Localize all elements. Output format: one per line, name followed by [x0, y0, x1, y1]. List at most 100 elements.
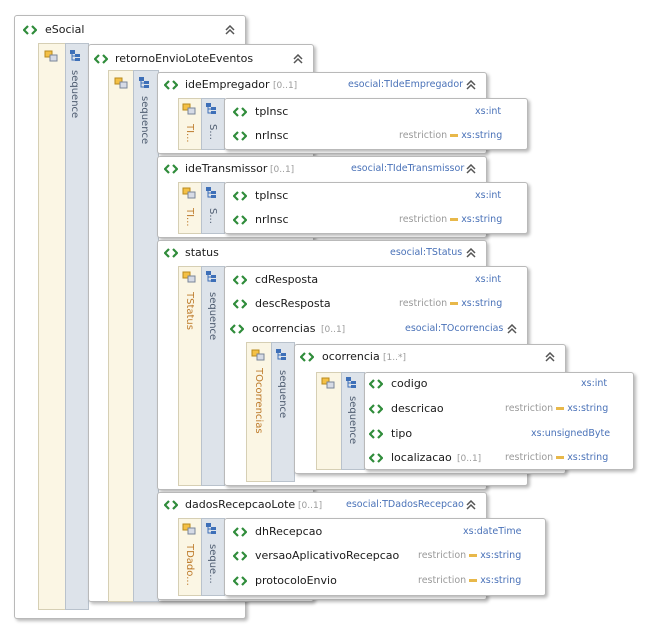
- element-name[interactable]: nrInsc: [255, 129, 289, 142]
- element-icon: [94, 54, 108, 64]
- sequence-icon: [346, 377, 356, 388]
- sequence-strip: [271, 342, 295, 482]
- element-name[interactable]: tpInsc: [255, 105, 289, 118]
- complex-type-label: TOcorrencias: [253, 368, 264, 434]
- cardinality: [0..1]: [457, 454, 482, 464]
- element-icon: [233, 275, 247, 285]
- collapse-icon[interactable]: [466, 80, 476, 90]
- element-name[interactable]: nrInsc: [255, 213, 289, 226]
- element-icon: [164, 80, 178, 90]
- restriction-type: restriction xs:string: [505, 451, 608, 465]
- base-type: xs:string: [480, 575, 522, 586]
- element-type: xs:unsignedByte: [531, 428, 611, 439]
- restriction-label: restriction: [399, 298, 448, 309]
- element-name: status: [185, 246, 219, 259]
- sequence-icon: [206, 187, 216, 198]
- restriction-label: restriction: [399, 130, 448, 141]
- complex-type-label: TDado...: [184, 544, 195, 586]
- element-icon: [233, 215, 247, 225]
- complex-type-icon: [182, 523, 196, 535]
- compositor-label: sequence: [277, 370, 288, 419]
- complex-type-icon: [182, 187, 196, 199]
- compositor-label: seque...: [207, 544, 218, 584]
- restriction-type: restriction xs:string: [399, 213, 502, 227]
- complex-type-icon: [182, 271, 196, 283]
- element-icon: [233, 576, 247, 586]
- element-icon: [233, 299, 247, 309]
- element-name[interactable]: localizacao: [391, 451, 452, 464]
- element-name: dadosRecepcaoLote: [185, 498, 296, 511]
- element-name[interactable]: descricao: [391, 402, 444, 415]
- element-name[interactable]: cdResposta: [255, 273, 319, 286]
- sequence-icon: [206, 271, 216, 282]
- complex-type-label: TI...: [184, 208, 195, 227]
- restriction-type: restriction xs:string: [418, 574, 521, 588]
- complex-type-icon: [114, 77, 128, 89]
- collapse-icon[interactable]: [507, 324, 517, 334]
- compositor-label: S...: [207, 124, 218, 140]
- collapse-icon[interactable]: [293, 54, 303, 64]
- restriction-label: restriction: [505, 452, 554, 463]
- complex-type-strip: [108, 70, 134, 602]
- sequence-strip: [65, 43, 89, 610]
- element-icon: [369, 379, 383, 389]
- element-name[interactable]: ocorrencias: [252, 322, 316, 335]
- element-name[interactable]: protocoloEnvio: [255, 574, 337, 587]
- collapse-icon[interactable]: [225, 25, 235, 35]
- collapse-icon[interactable]: [466, 248, 476, 258]
- restriction-label: restriction: [399, 214, 448, 225]
- complex-type-icon: [44, 50, 58, 62]
- restriction-label: restriction: [418, 575, 467, 586]
- element-name[interactable]: tpInsc: [255, 189, 289, 202]
- collapse-icon[interactable]: [545, 352, 555, 362]
- base-type: xs:string: [567, 452, 609, 463]
- restriction-type: restriction xs:string: [505, 402, 608, 416]
- restriction-arrow: [469, 578, 478, 582]
- sequence-icon: [70, 50, 80, 61]
- element-name: eSocial: [45, 23, 85, 36]
- element-name[interactable]: descResposta: [255, 297, 331, 310]
- element-type: esocial:TIdeEmpregador: [348, 79, 464, 90]
- element-icon: [23, 25, 37, 35]
- base-type: xs:string: [567, 403, 609, 414]
- element-icon: [164, 248, 178, 258]
- compositor-label: sequence: [139, 96, 150, 145]
- sequence-strip: [133, 70, 159, 602]
- element-name[interactable]: versaoAplicativoRecepcao: [255, 549, 400, 562]
- restriction-arrow: [450, 301, 459, 305]
- restriction-arrow: [450, 133, 459, 137]
- element-icon: [233, 551, 247, 561]
- element-name: ideEmpregador: [185, 78, 270, 91]
- restriction-arrow: [450, 217, 459, 221]
- restriction-arrow: [556, 406, 565, 410]
- element-name[interactable]: dhRecepcao: [255, 525, 323, 538]
- collapse-icon[interactable]: [466, 500, 476, 510]
- child-elements: dhRecepcao xs:dateTime versaoAplicativoR…: [224, 518, 546, 596]
- complex-type-strip: [38, 43, 66, 610]
- element-name: retornoEnvioLoteEventos: [115, 52, 254, 65]
- base-type: xs:string: [461, 214, 503, 225]
- compositor-label: S...: [207, 208, 218, 224]
- restriction-label: restriction: [505, 403, 554, 414]
- element-icon: [230, 324, 244, 334]
- element-icon: [300, 352, 314, 362]
- complex-type-icon: [251, 349, 265, 361]
- element-name[interactable]: tipo: [391, 427, 413, 440]
- cardinality: [1..*]: [383, 353, 406, 363]
- element-icon: [233, 191, 247, 201]
- element-icon: [233, 131, 247, 141]
- sequence-strip: [201, 182, 225, 234]
- element-type: xs:int: [581, 378, 608, 389]
- compositor-label: sequence: [347, 396, 358, 445]
- sequence-strip: [201, 266, 225, 486]
- restriction-arrow: [469, 553, 478, 557]
- complex-type-icon: [182, 103, 196, 115]
- element-type: esocial:TOcorrencias: [405, 323, 504, 334]
- element-icon: [164, 500, 178, 510]
- cardinality: [0..1]: [321, 325, 346, 335]
- element-name: ocorrencia: [322, 350, 380, 363]
- element-name[interactable]: codigo: [391, 377, 428, 390]
- collapse-icon[interactable]: [466, 164, 476, 174]
